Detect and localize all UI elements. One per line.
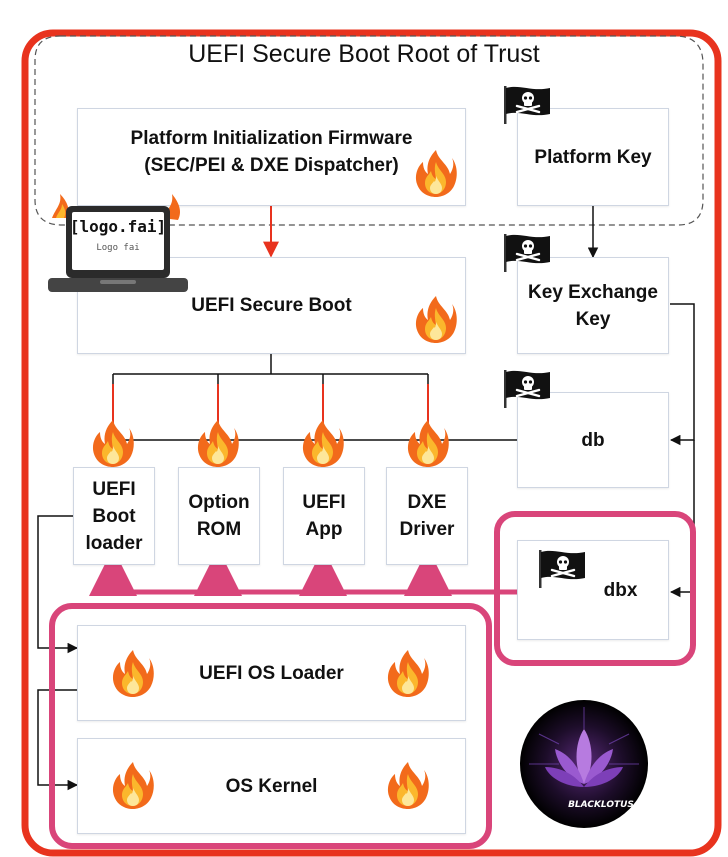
flame-icon: [386, 648, 430, 698]
flame-icon: [414, 294, 458, 344]
laptop-screen-subtext: Logo fai: [96, 243, 139, 253]
flame-icon: [414, 148, 458, 198]
logo-text: BLACKLOTUS: [568, 800, 634, 810]
kek-box: Key Exchange Key: [517, 257, 669, 354]
outer-frame: [21, 29, 722, 857]
uefi-app-label: UEFI App: [302, 492, 346, 540]
platform-key-box: Platform Key: [517, 108, 669, 206]
kek-label: Key Exchange Key: [528, 281, 658, 330]
boot-loader-label: UEFI Boot loader: [85, 478, 143, 554]
os-highlight-frame: [49, 603, 492, 849]
root-of-trust-region: [34, 35, 704, 226]
flame-icon: [111, 760, 155, 810]
option-rom-label: Option ROM: [188, 492, 250, 540]
db-label: db: [581, 429, 605, 451]
db-box: db: [517, 392, 669, 488]
flame-icon: [386, 760, 430, 810]
platform-key-label: Platform Key: [534, 146, 652, 168]
pirate-flag-icon: [502, 84, 552, 124]
dxe-driver-label: DXE Driver: [399, 492, 455, 540]
laptop-screen-text: [logo.fai]: [70, 217, 166, 236]
arrow-bootloader-to-osloader: [37, 515, 79, 654]
pirate-flag-icon: [502, 232, 552, 272]
compromised-laptop-icon: [logo.fai] Logo fai: [48, 194, 188, 292]
flame-icon: [406, 418, 450, 468]
flame-icon: [196, 418, 240, 468]
flame-icon: [111, 648, 155, 698]
pi-firmware-label: Platform Initialization Firmware (SEC/PE…: [130, 128, 413, 176]
dxe-driver-box: DXE Driver: [386, 467, 468, 565]
dbx-label: dbx: [603, 579, 638, 601]
dbx-highlight-frame: [494, 511, 696, 666]
flame-icon: [301, 418, 345, 468]
pirate-flag-icon: [502, 368, 552, 408]
flame-icon: [91, 418, 135, 468]
diagram-title: UEFI Secure Boot Root of Trust: [188, 40, 540, 68]
os-kernel-label: OS Kernel: [225, 775, 318, 797]
os-loader-label: UEFI OS Loader: [199, 662, 344, 684]
arrow-kek-to-db: [669, 303, 695, 446]
boot-loader-box: UEFI Boot loader: [73, 467, 155, 565]
option-rom-box: Option ROM: [178, 467, 260, 565]
pi-firmware-box: Platform Initialization Firmware (SEC/PE…: [77, 108, 466, 206]
blacklotus-logo: BLACKLOTUS: [520, 700, 648, 828]
pirate-flag-icon: [537, 548, 587, 588]
secure-boot-label: UEFI Secure Boot: [191, 295, 352, 316]
arrow-osloader-to-kernel: [37, 689, 79, 791]
uefi-app-box: UEFI App: [283, 467, 365, 565]
